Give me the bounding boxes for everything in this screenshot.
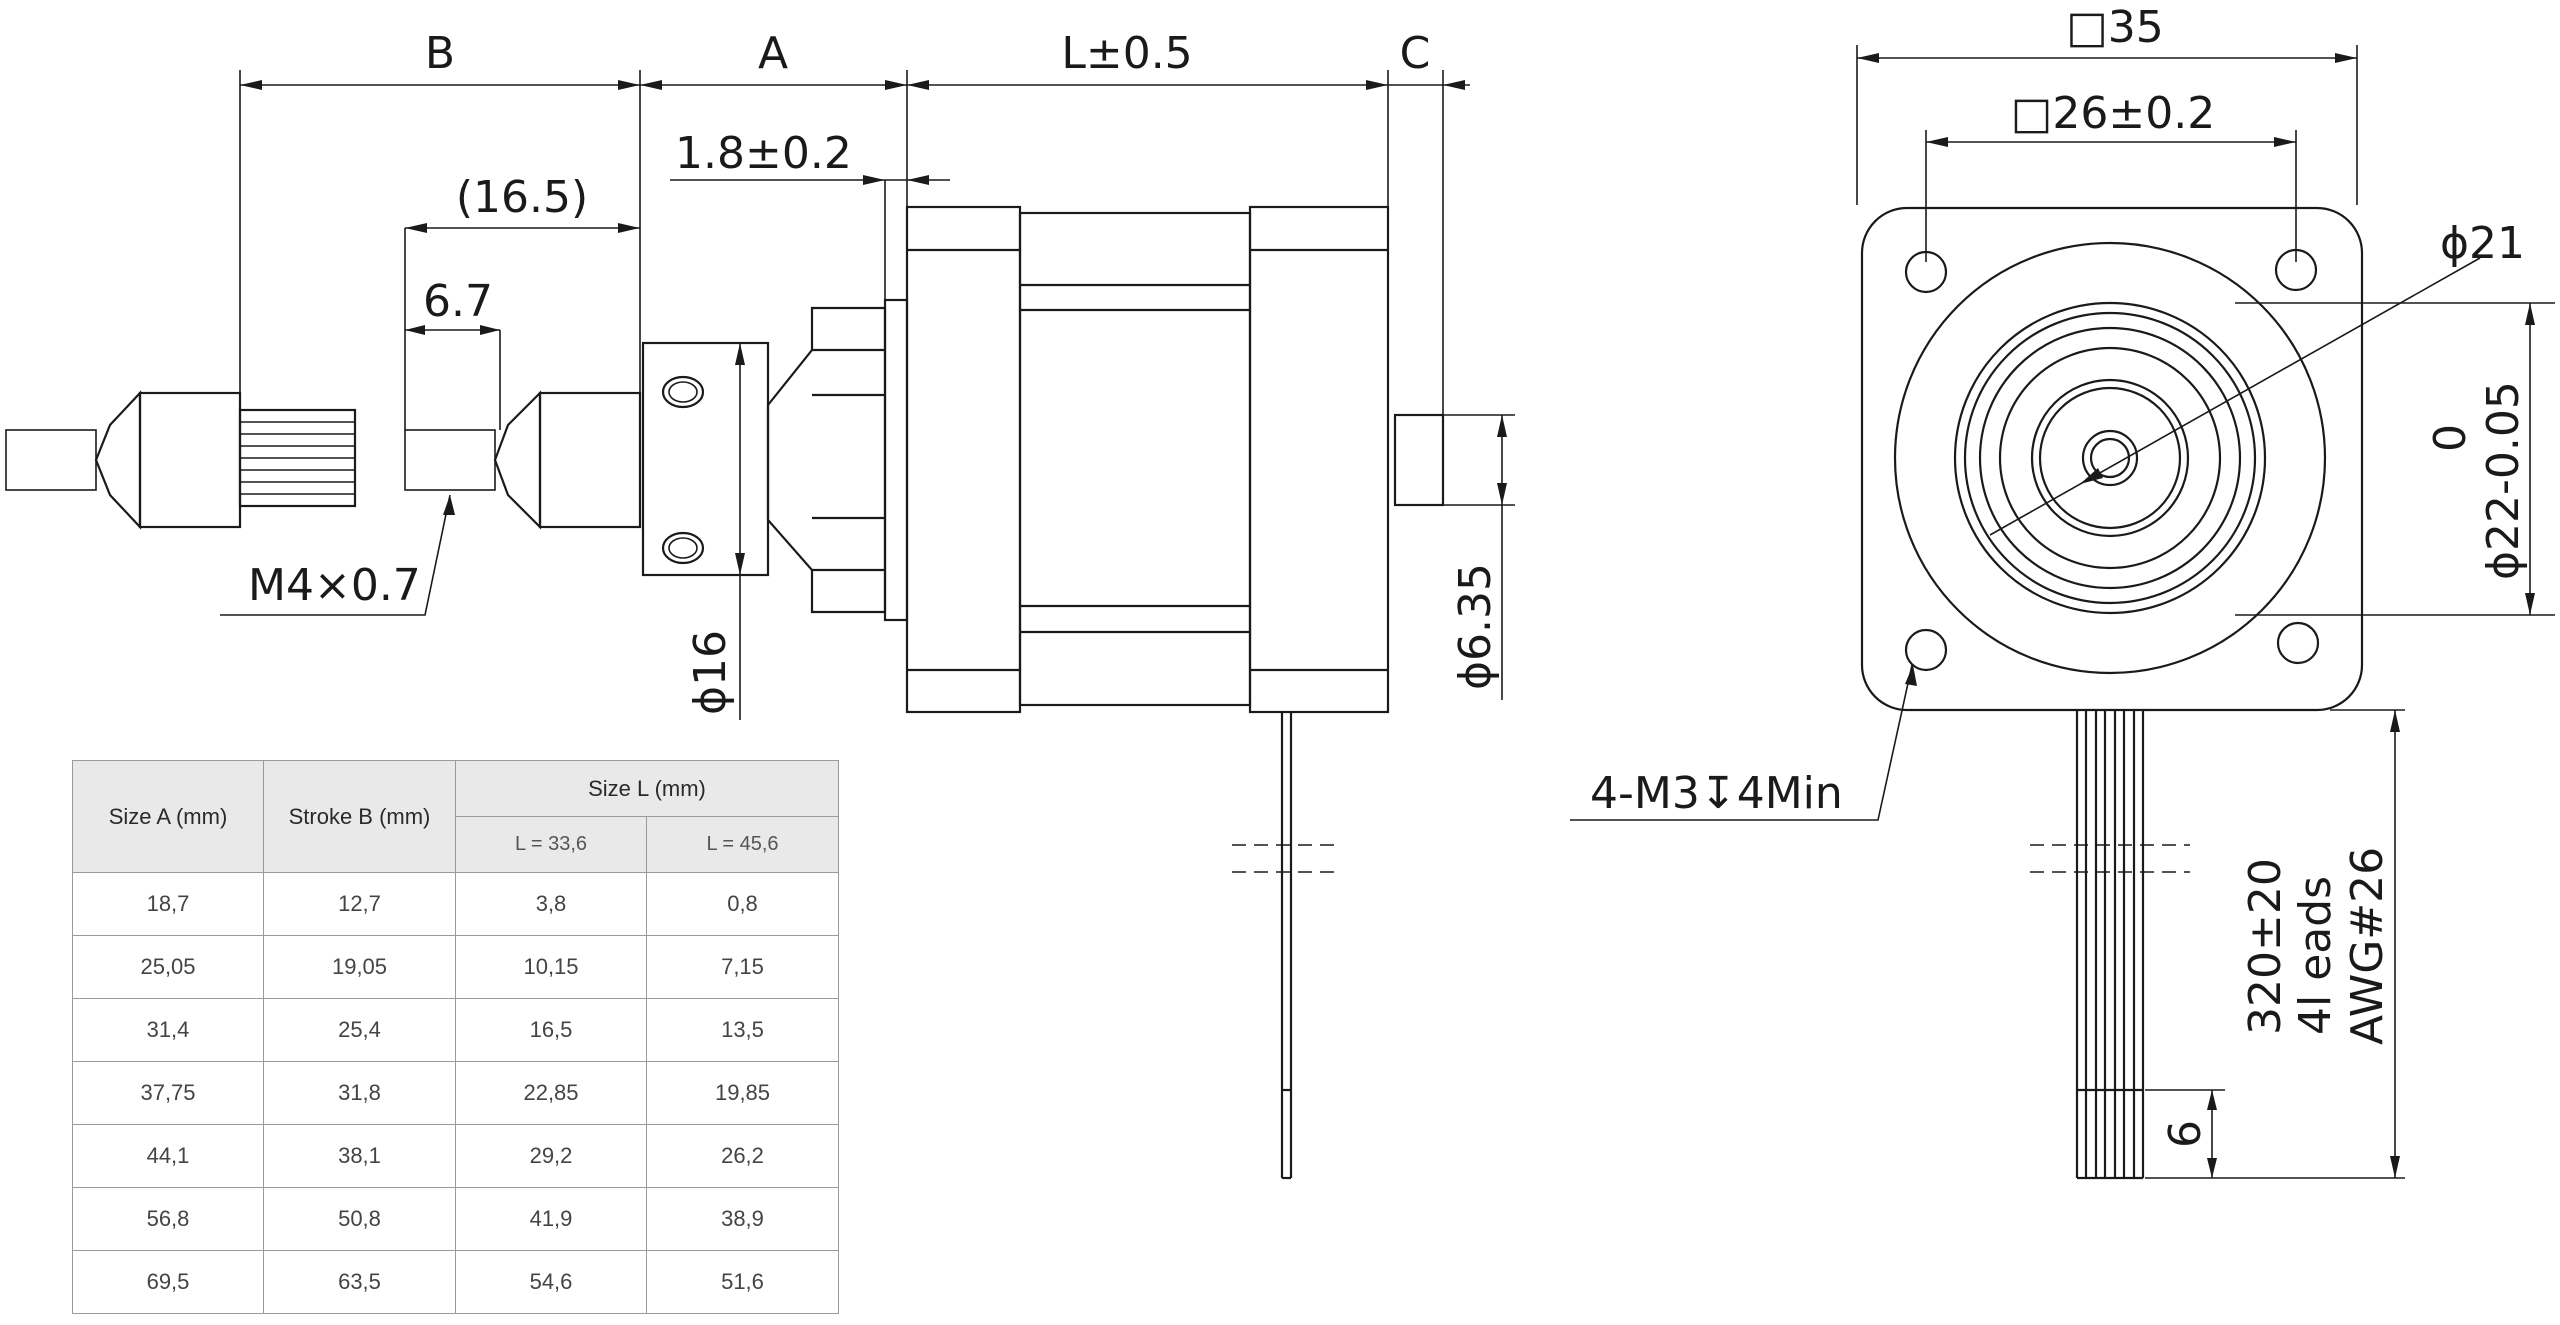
cell-l1: 3,8 xyxy=(455,872,647,936)
dim-lead-strip: 6 xyxy=(2160,1120,2211,1148)
table-row: 18,7 12,7 3,8 0,8 xyxy=(72,872,839,936)
dim-flange-thickness: 1.8±0.2 xyxy=(675,128,852,179)
header-l1: L = 33,6 xyxy=(455,816,647,873)
cell-stroke-b: 38,1 xyxy=(263,1124,456,1188)
cell-size-a: 25,05 xyxy=(72,935,264,999)
dim-l: L±0.5 xyxy=(1061,28,1192,79)
cell-l2: 7,15 xyxy=(646,935,839,999)
cell-size-a: 31,4 xyxy=(72,998,264,1062)
dim-nut-diameter: ϕ16 xyxy=(685,630,736,715)
side-view: B A L±0.5 C 1.8±0.2 (16.5) 6.7 M4×0.7 ϕ1… xyxy=(5,28,1515,1180)
dim-pilot-diameter: ϕ22-0.05 xyxy=(2478,381,2529,580)
side-dimension-lines xyxy=(220,70,1515,720)
rear-shaft xyxy=(1393,413,1445,507)
dim-thread: M4×0.7 xyxy=(248,560,421,611)
header-size-a: Size A (mm) xyxy=(72,760,264,873)
front-dimension-lines xyxy=(1570,45,2555,1179)
front-view: □35 □26±0.2 ϕ21 0 ϕ22-0.05 4-M3↧4Min 6 3… xyxy=(1570,2,2555,1180)
front-lead-wires xyxy=(2030,710,2190,1180)
cell-l2: 38,9 xyxy=(646,1187,839,1251)
table-row: 44,1 38,1 29,2 26,2 xyxy=(72,1124,839,1188)
dim-pilot-tol: 0 xyxy=(2425,424,2476,452)
table-row: 37,75 31,8 22,85 19,85 xyxy=(72,1061,839,1125)
cell-l1: 54,6 xyxy=(455,1250,647,1314)
dim-c: C xyxy=(1400,28,1431,79)
side-lead-wire xyxy=(1232,712,1340,1180)
dim-a: A xyxy=(758,28,788,79)
table-row: 69,5 63,5 54,6 51,6 xyxy=(72,1250,839,1314)
dim-b: B xyxy=(425,28,455,79)
cell-size-a: 37,75 xyxy=(72,1061,264,1125)
table-row: 31,4 25,4 16,5 13,5 xyxy=(72,998,839,1062)
dim-nut-length: (16.5) xyxy=(456,172,588,223)
dim-mount-holes: 4-M3↧4Min xyxy=(1590,768,1843,819)
nut-flange xyxy=(641,341,770,577)
cell-stroke-b: 12,7 xyxy=(263,872,456,936)
cell-l2: 13,5 xyxy=(646,998,839,1062)
motor-body xyxy=(905,205,1390,714)
dim-lead-count: 4l eads xyxy=(2290,876,2341,1035)
cell-size-a: 69,5 xyxy=(72,1250,264,1314)
cell-l1: 10,15 xyxy=(455,935,647,999)
dim-hole-spacing: □26±0.2 xyxy=(2011,88,2215,139)
front-boss xyxy=(766,298,909,622)
cell-stroke-b: 31,8 xyxy=(263,1061,456,1125)
dim-body-square: □35 xyxy=(2066,2,2164,53)
mount-holes-label: 4-M3 xyxy=(1590,768,1700,819)
cell-l1: 16,5 xyxy=(455,998,647,1062)
cell-l2: 26,2 xyxy=(646,1124,839,1188)
table-row: 25,05 19,05 10,15 7,15 xyxy=(72,935,839,999)
cell-stroke-b: 50,8 xyxy=(263,1187,456,1251)
dim-shaft-diameter: ϕ6.35 xyxy=(1450,563,1501,690)
table-row: 56,8 50,8 41,9 38,9 xyxy=(72,1187,839,1251)
dim-lead-gauge: AWG#26 xyxy=(2342,847,2393,1045)
depth-symbol: ↧ xyxy=(1700,768,1737,819)
cell-size-a: 56,8 xyxy=(72,1187,264,1251)
size-table: Size A (mm) Stroke B (mm) Size L (mm) L … xyxy=(72,760,839,1314)
header-size-l: Size L (mm) xyxy=(455,760,839,817)
cell-l2: 51,6 xyxy=(646,1250,839,1314)
header-l2: L = 45,6 xyxy=(646,816,839,873)
dim-thread-length: 6.7 xyxy=(423,276,493,327)
cell-stroke-b: 19,05 xyxy=(263,935,456,999)
dim-boss-diameter: ϕ21 xyxy=(2440,218,2525,269)
cell-size-a: 18,7 xyxy=(72,872,264,936)
cell-l1: 29,2 xyxy=(455,1124,647,1188)
cell-l1: 22,85 xyxy=(455,1061,647,1125)
cell-stroke-b: 63,5 xyxy=(263,1250,456,1314)
header-stroke-b: Stroke B (mm) xyxy=(263,760,456,873)
retracted-screw xyxy=(404,390,642,530)
cell-stroke-b: 25,4 xyxy=(263,998,456,1062)
dim-lead-length: 320±20 xyxy=(2240,858,2291,1035)
cell-l2: 0,8 xyxy=(646,872,839,936)
cell-l2: 19,85 xyxy=(646,1061,839,1125)
extended-screw xyxy=(5,390,357,530)
cell-size-a: 44,1 xyxy=(72,1124,264,1188)
cell-l1: 41,9 xyxy=(455,1187,647,1251)
hole-depth-label: 4Min xyxy=(1737,768,1843,819)
